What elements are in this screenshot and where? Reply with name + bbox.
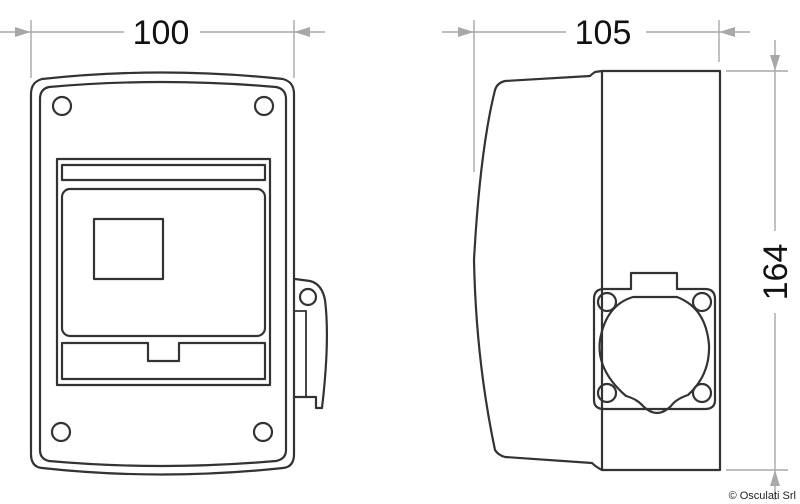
breaker-switch: [92, 217, 165, 281]
screw-hole-top-left-icon: [51, 95, 73, 117]
side-view: [472, 69, 722, 472]
breaker-bottom-strip: [60, 341, 267, 381]
height-label: 164: [757, 244, 795, 301]
lid-hinge-icon: [298, 287, 318, 307]
screw-hole-bottom-left-icon: [50, 421, 72, 443]
screw-hole-bottom-right-icon: [252, 421, 274, 443]
screw-hole-top-right-icon: [253, 95, 275, 117]
width-dimension: 100: [0, 14, 325, 78]
front-inner-body: [38, 80, 288, 468]
arrow-right-icon: [458, 27, 474, 37]
socket-lid: [293, 277, 329, 410]
arrow-left-icon: [294, 27, 310, 37]
side-rear-box: [600, 69, 722, 472]
breaker-window: [60, 187, 267, 338]
front-outer-body: [29, 71, 296, 476]
width-label: 100: [133, 14, 190, 52]
arrow-up-icon: [770, 470, 780, 486]
depth-label: 105: [575, 14, 632, 52]
arrow-left-icon: [719, 27, 735, 37]
front-view: [29, 71, 329, 476]
height-dimension: 164: [726, 40, 795, 500]
arrow-down-icon: [770, 55, 780, 71]
socket-lid-inner: [295, 310, 307, 397]
breaker-frame: [55, 157, 272, 387]
depth-dimension: 105: [442, 14, 750, 172]
socket-hole-bottom-left-icon: [596, 382, 618, 404]
copyright-notice: © Osculati Srl: [728, 490, 796, 502]
breaker-top-strip: [60, 163, 267, 182]
socket-hole-top-left-icon: [596, 291, 618, 313]
socket-hole-top-right-icon: [691, 291, 713, 313]
side-front-cover: [472, 69, 604, 472]
socket-hole-bottom-right-icon: [691, 382, 713, 404]
socket-flange: [592, 271, 717, 411]
arrow-right-icon: [15, 27, 31, 37]
